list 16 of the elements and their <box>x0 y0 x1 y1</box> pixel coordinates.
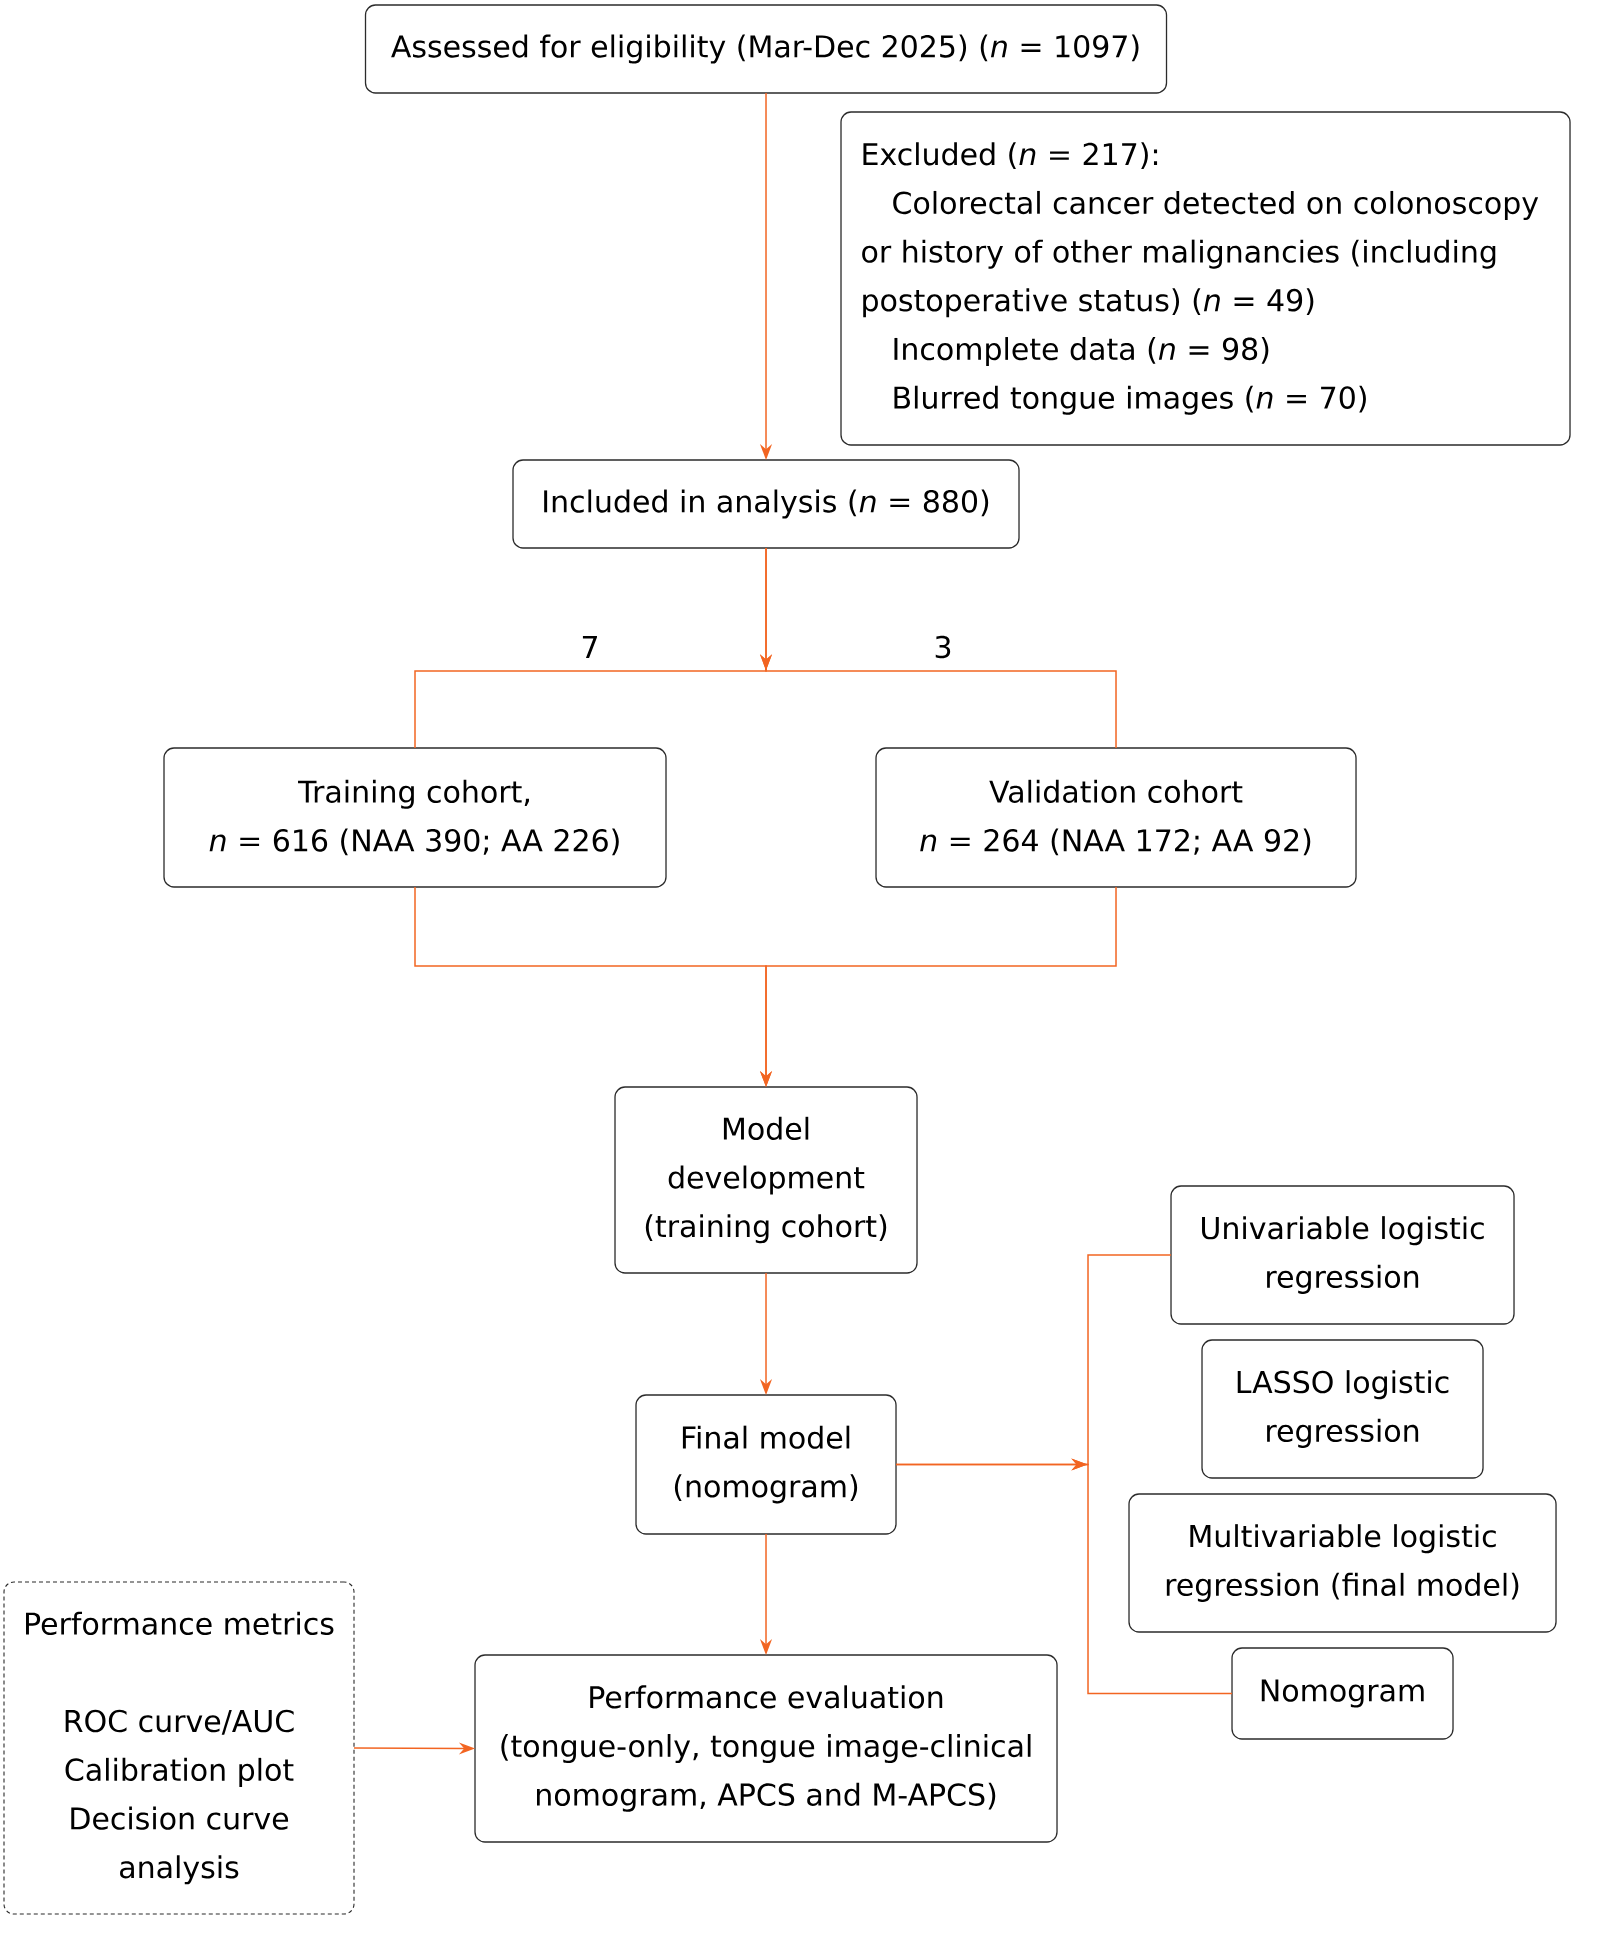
edge-label: 7 <box>578 634 602 660</box>
process-box: Nomogram <box>1231 1647 1454 1740</box>
process-box: Performance evaluation (tongue-only, tongue image-clinical nomogram, APCS and M-APCS) <box>474 1654 1058 1843</box>
process-box: Univariable logistic regression <box>1170 1185 1515 1325</box>
process-box: Validation cohort n = 264 (NAA 172; AA 92) <box>875 747 1357 888</box>
arrow <box>895 1458 1233 1695</box>
process-box: LASSO logistic regression <box>1201 1339 1484 1479</box>
process-box: Assessed for eligibility (Mar-Dec 2025) (n = 1097) <box>364 4 1168 94</box>
note-box: Performance metrics ROC curve/AUC Calibration plot Decision curve analysis <box>3 1581 355 1915</box>
process-box: Model development (training cohort) <box>614 1086 918 1274</box>
process-box: Included in analysis (n = 880) <box>512 459 1020 549</box>
process-box: Multivariable logistic regression (final model) <box>1128 1493 1557 1633</box>
edge-label: 3 <box>931 633 955 661</box>
process-box: Final model (nomogram) <box>635 1394 897 1535</box>
process-box: Training cohort, n = 616 (NAA 390; AA 226) <box>163 747 667 888</box>
exclusion-box: Excluded (n = 217): Colorectal cancer detected on colonoscopy or history of other malignancies (including postoperative status) (n = 49) Incomplete data (n = 98) Blurred tongue images (n = 70) <box>840 111 1571 446</box>
